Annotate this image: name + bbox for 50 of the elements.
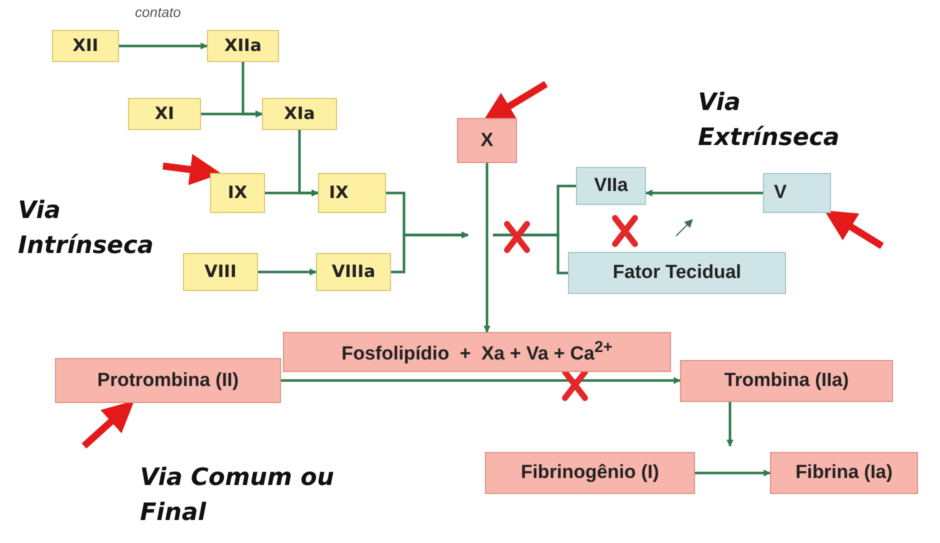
factor-label: Protrombina (II) (97, 370, 239, 392)
pointer-arrow (162, 154, 222, 186)
arrow (484, 163, 490, 333)
factor-label: XI (154, 104, 174, 124)
factor-box (210, 173, 265, 213)
factor-box (763, 173, 831, 213)
factor-box (283, 332, 671, 372)
factor-box (568, 252, 786, 294)
arrow (281, 377, 681, 384)
factor-label: XII (72, 36, 98, 56)
factor-box (318, 173, 386, 213)
factor-box (770, 452, 918, 494)
factor-label: V (774, 182, 787, 204)
factor-box (183, 253, 258, 291)
factor-box (262, 98, 337, 130)
factor-box (52, 30, 119, 62)
factor-label: Fator Tecidual (612, 262, 742, 284)
factor-box (457, 118, 517, 163)
arrow (726, 402, 734, 447)
factor-label: VIIa (594, 175, 628, 197)
factor-box (55, 358, 281, 403)
factor-box (207, 30, 279, 62)
arrow (201, 110, 263, 118)
arrow (695, 470, 771, 476)
factor-box (680, 360, 893, 402)
factor-label: Fibrina (Ia) (795, 462, 893, 484)
factor-label: Fibrinogênio (I) (520, 462, 660, 484)
factor-label: VIIIa (332, 262, 376, 282)
arrow (391, 232, 469, 274)
arrow (258, 268, 317, 276)
arrow (265, 190, 319, 196)
pointer-arrow (82, 400, 134, 449)
factor-label: IX (228, 183, 248, 203)
factor-label: XIIa (224, 36, 262, 56)
factor-box (576, 167, 646, 205)
arrow (119, 42, 208, 50)
arrow (645, 190, 763, 196)
factor-box (316, 253, 391, 291)
factor-label: Fosfolipídio + Xa + Va + Ca$^{2+}$ (342, 338, 612, 366)
factor-label: IX (329, 183, 348, 203)
factor-label: XIa (284, 104, 315, 124)
section-heading: Via Intrínseca (18, 195, 155, 261)
factor-label: VIII (204, 262, 237, 282)
pointer-arrow (824, 210, 884, 249)
factor-box (485, 452, 695, 494)
factor-label: X (480, 130, 494, 152)
factor-label: Trombina (IIa) (724, 370, 849, 392)
factor-box (128, 98, 201, 130)
section-heading: Via Extrínseca (698, 87, 840, 153)
section-heading: Via Comum ou Final (140, 462, 336, 528)
